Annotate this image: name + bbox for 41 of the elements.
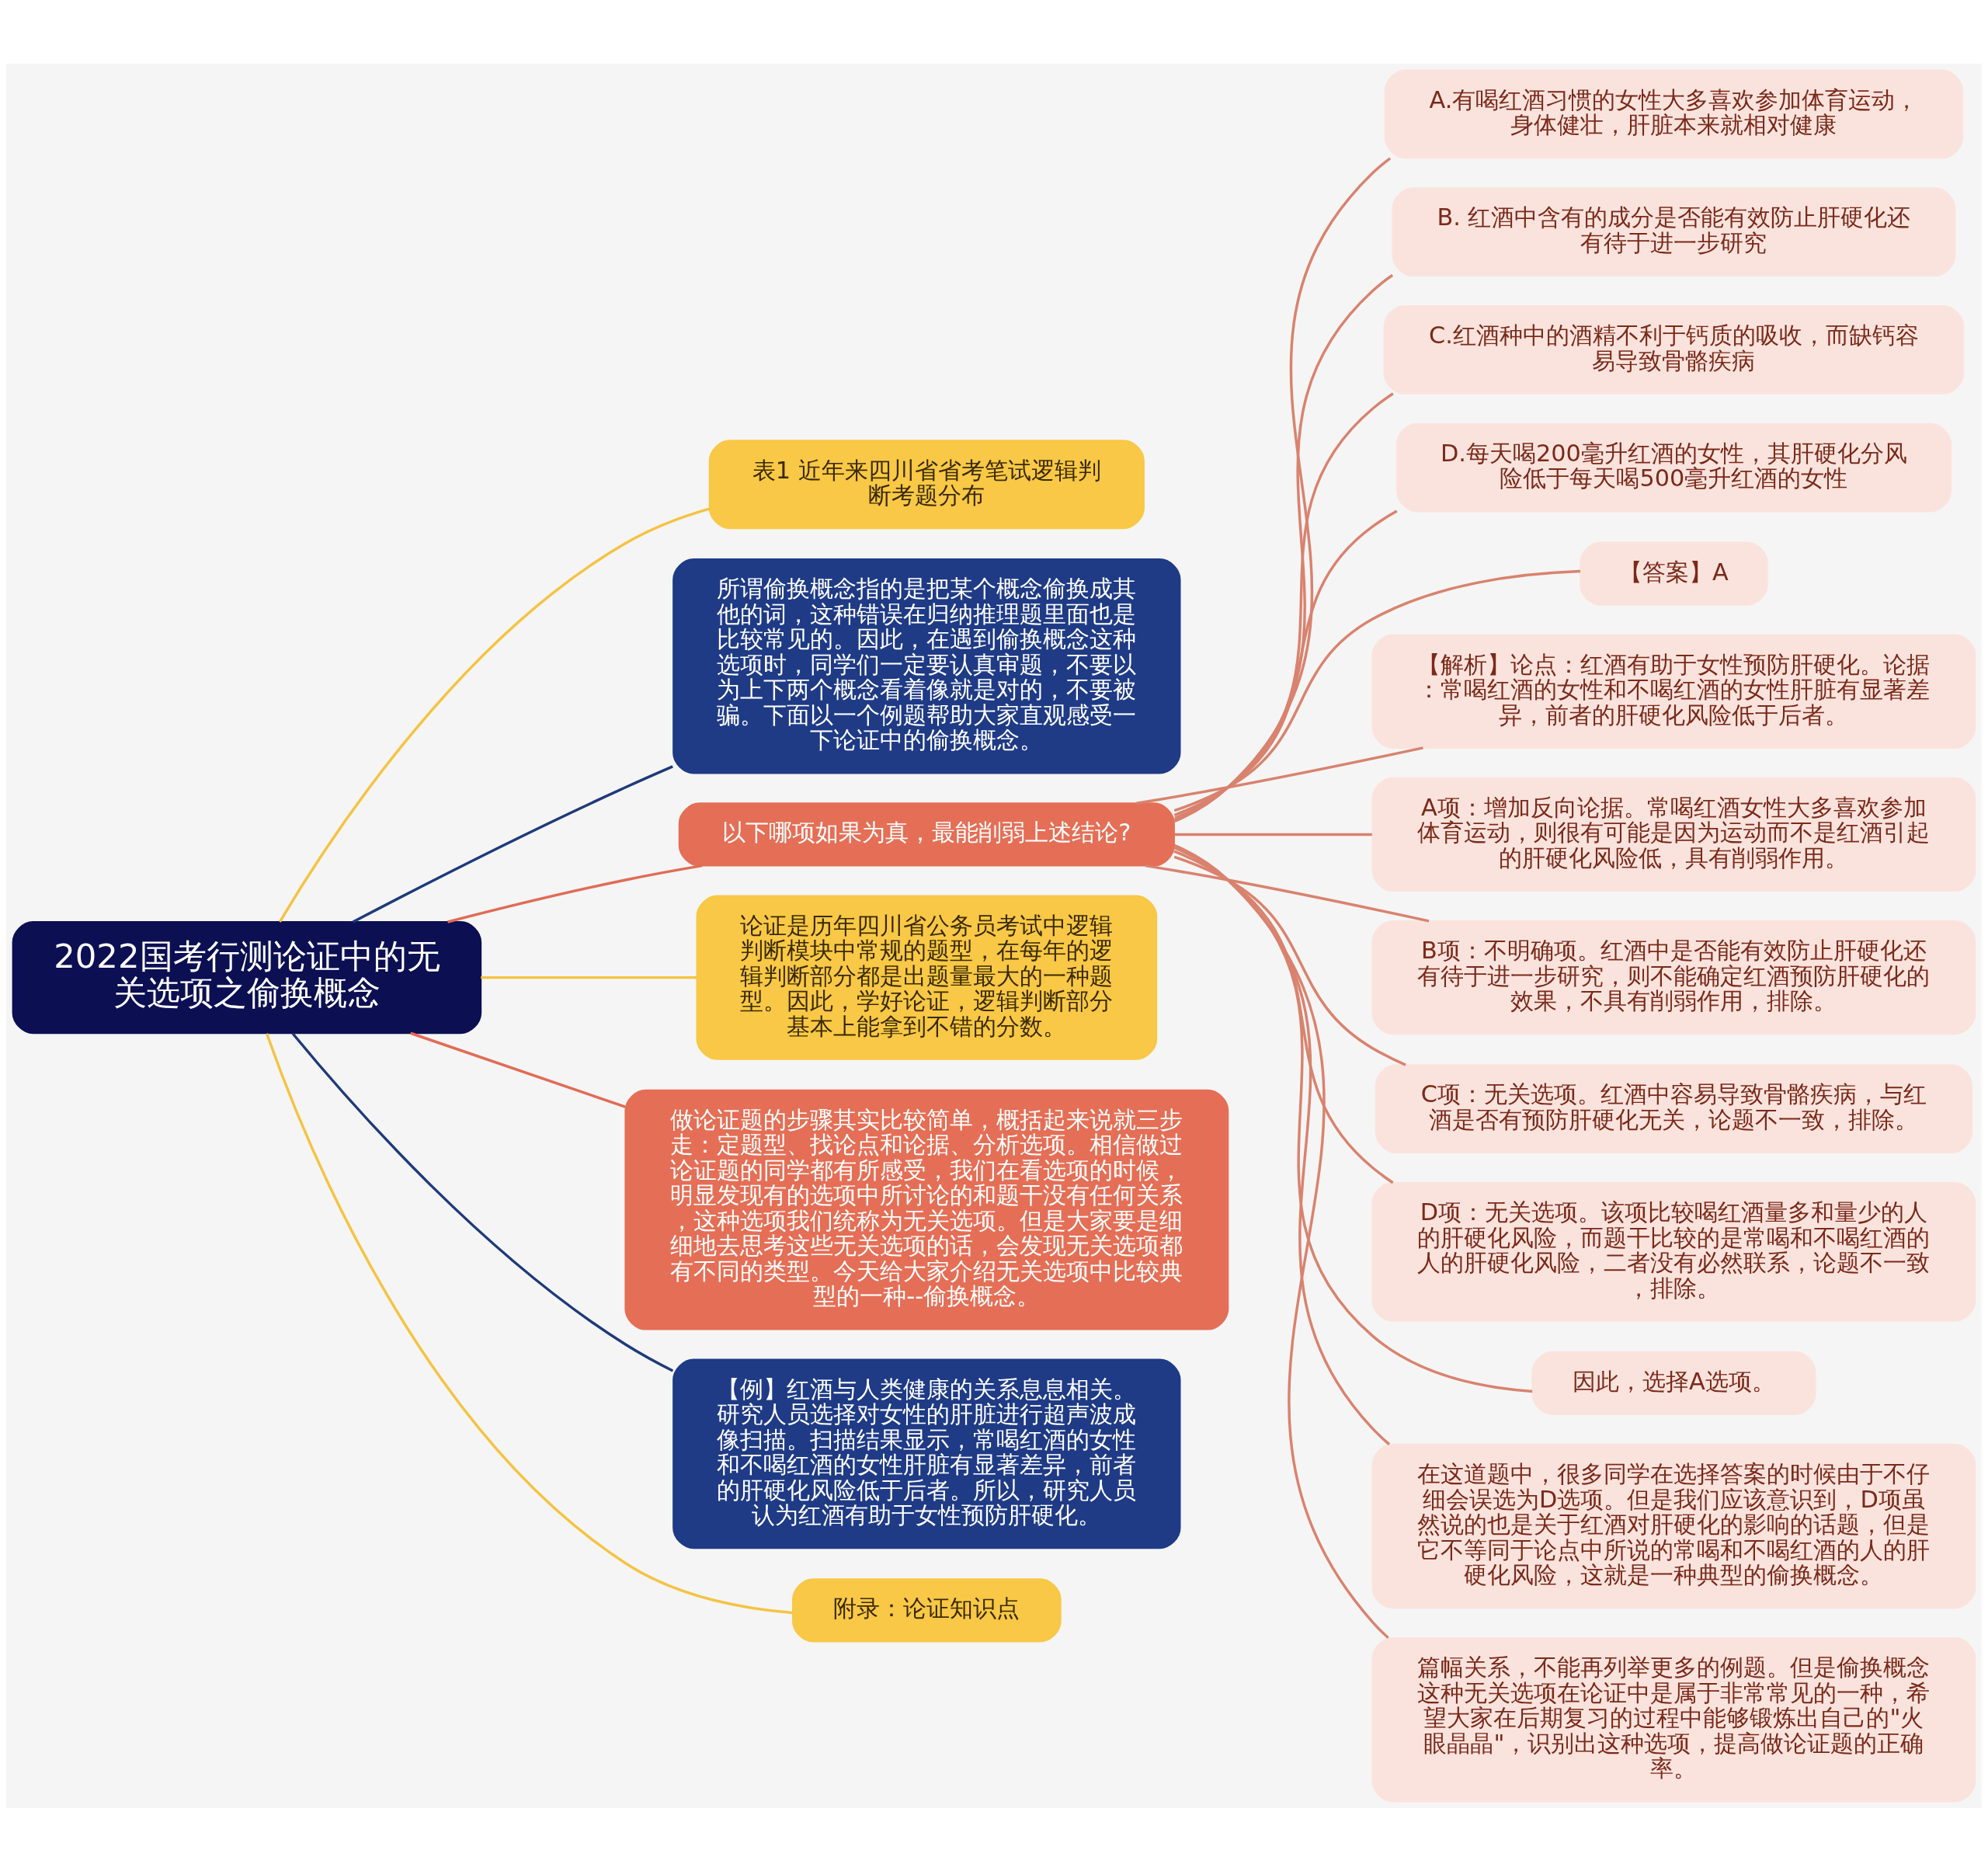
node-box: 2022国考行测论证中的无关选项之偷换概念	[12, 920, 482, 1034]
connector	[447, 864, 703, 923]
node-box: 附录：论证知识点	[791, 1577, 1062, 1643]
connector	[1173, 846, 1533, 1393]
node-box: 表1 近年来四川省省考笔试逻辑判断考题分布	[708, 439, 1145, 529]
connector	[291, 1032, 674, 1372]
node-box: B. 红酒中含有的成分是否能有效防止肝硬化还有待于进一步研究	[1392, 186, 1956, 276]
node-box: D.每天喝200毫升红酒的女性，其肝硬化分风险低于每天喝500毫升红酒的女性	[1395, 423, 1952, 512]
connector	[1174, 391, 1394, 819]
node-box: A项：增加反向论据。常喝红酒女性大多喜欢参加体育运动，则很有可能是因为运动而不是红酒引起的肝硬化风险低，具有削弱作用。	[1371, 777, 1976, 892]
node-box: 篇幅关系，不能再列举更多的例题。但是偷换概念这种无关选项在论证中是属于非常常见的一种，希望大家在后期复习的过程中能够锻炼出自己的"火眼晶晶"，识别出这种选项，提高做论证题的正确率。	[1371, 1636, 1976, 1802]
node-box: B项：不明确项。红酒中是否能有效防止肝硬化还有待于进一步研究，则不能确定红酒预防肝硬化的效果，不具有削弱作用，排除。	[1371, 920, 1976, 1035]
node-box: 因此，选择A选项。	[1531, 1351, 1816, 1415]
node-box: 所谓偷换概念指的是把某个概念偷换成其他的词，这种错误在归纳推理题里面也是比较常见的。因此，在遇到偷换概念这种选项时，同学们一定要认真审题，不要以为上下两个概念看着像就是对的，不要被骗。下面以一个例题帮助大家直观感受一下论证中的偷换概念。	[673, 558, 1181, 774]
connector	[265, 1032, 793, 1614]
connector	[1173, 569, 1581, 812]
connector	[1136, 746, 1423, 805]
connector	[1173, 855, 1406, 1066]
connector	[1145, 864, 1430, 923]
node-box: 在这道题中，很多同学在选择答案的时候由于不仔细会误选为D选项。但是我们应该意识到，D项虽然说的也是关于红酒对肝硬化的影响的话题，但是它不等同于论点中所说的常喝和不喝红酒的人的肝硬化风险，这就是一种典型的偷换概念。	[1371, 1443, 1976, 1608]
connector	[410, 1031, 626, 1108]
connector	[1173, 509, 1398, 816]
node-box: 做论证题的步骤其实比较简单，概括起来说就三步走：定题型、找论点和论据、分析选项。相信做过论证题的同学都有所感受，我们在看选项的时候，明显发现有的选项中所讨论的和题干没有任何关系，这种选项我们统称为无关选项。但是大家要是细细地去思考这些无关选项的话，会发现无关选项都有不同的类型。今天给大家介绍无关选项中比较典型的一种--偷换概念。	[624, 1089, 1229, 1330]
node-box: 【例】红酒与人类健康的关系息息相关。研究人员选择对女性的肝脏进行超声波成像扫描。扫描结果显示，常喝红酒的女性和不喝红酒的女性肝脏有显著差异，前者的肝硬化风险低于后者。所以，研究人员认为红酒有助于女性预防肝硬化。	[673, 1358, 1181, 1549]
connector	[1174, 833, 1372, 836]
node-box: 【解析】论点：红酒有助于女性预防肝硬化。论据：常喝红酒的女性和不喝红酒的女性肝脏有显著差异，前者的肝硬化风险低于后者。	[1371, 634, 1976, 749]
connector	[1173, 156, 1392, 822]
node-box: C.红酒种中的酒精不利于钙质的吸收，而缺钙容易导致骨骼疾病	[1383, 304, 1965, 395]
connector	[1173, 850, 1394, 1184]
connector	[1173, 843, 1389, 1639]
node-box: 论证是历年四川省公务员考试中逻辑判断模块中常规的题型，在每年的逻辑判断部分都是出题量最大的一种题型。因此，学好论证，逻辑判断部分基本上能拿到不错的分数。	[696, 894, 1158, 1060]
node-box: C项：无关选项。红酒中容易导致骨骼疾病，与红酒是否有预防肝硬化无关，论题不一致，排除。	[1375, 1063, 1973, 1153]
node-box: A.有喝红酒习惯的女性大多喜欢参加体育运动，身体健壮，肝脏本来就相对健康	[1384, 69, 1964, 158]
connector	[481, 975, 697, 979]
node-box: 【答案】A	[1580, 541, 1768, 606]
connector	[278, 507, 710, 923]
connector	[1173, 845, 1391, 1445]
connector	[352, 764, 673, 923]
node-box: 以下哪项如果为真，最能削弱上述结论?	[678, 802, 1175, 867]
connector	[1173, 273, 1394, 822]
node-box: D项：无关选项。该项比较喝红酒量多和量少的人的肝硬化风险，而题干比较的是常喝和不喝红酒的人的肝硬化风险，二者没有必然联系，论题不一致，排除。	[1371, 1181, 1976, 1322]
